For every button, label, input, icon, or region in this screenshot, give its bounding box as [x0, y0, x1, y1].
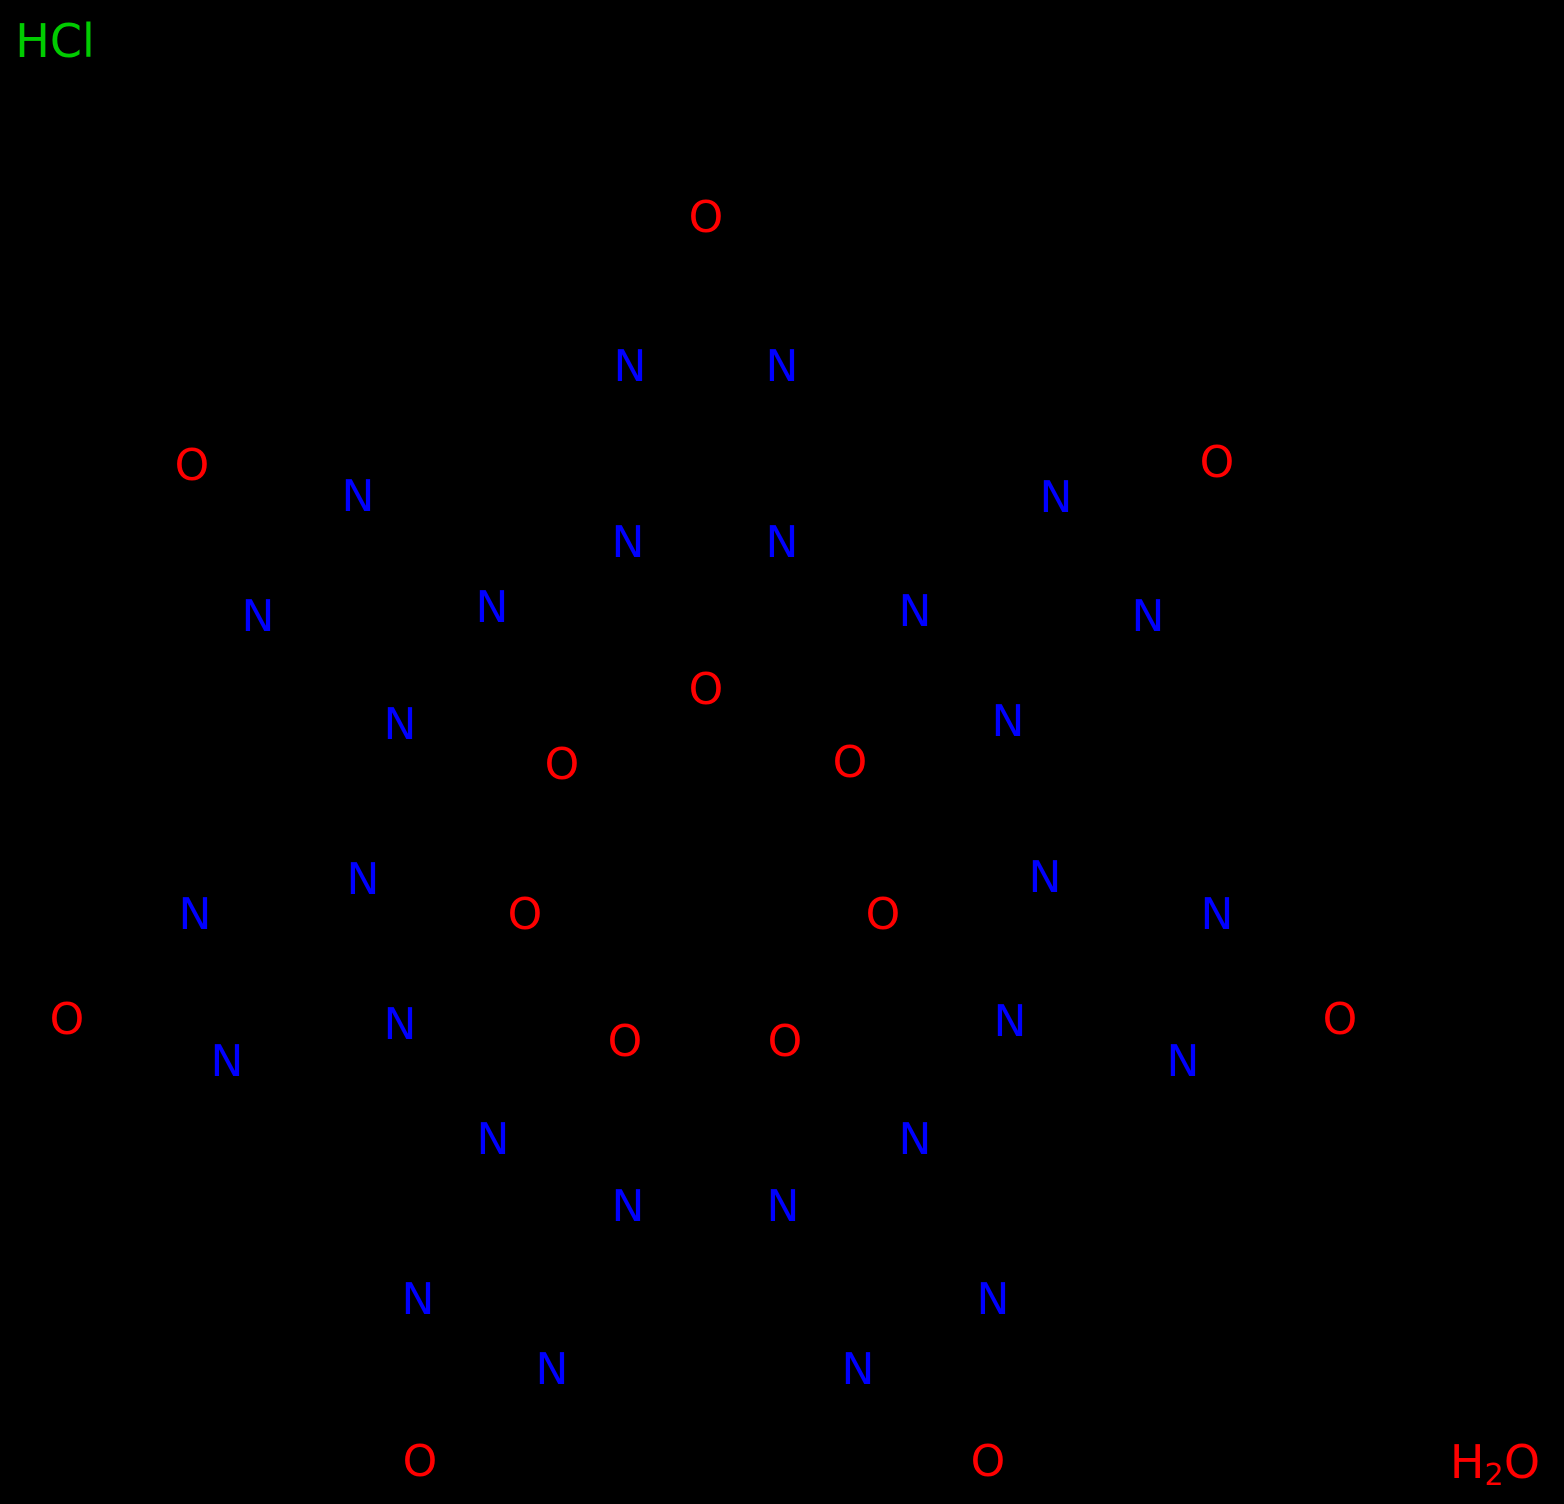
atom-label-o-o12: O — [767, 1016, 803, 1067]
atom-label-n-n26: N — [976, 1274, 1010, 1325]
atom-label-n-n27: N — [535, 1344, 569, 1395]
bond-N1-N3 — [357, 367, 631, 501]
bond-N22-N24 — [782, 1140, 916, 1211]
bond-O9-N18 — [66, 1020, 228, 1066]
atom-label-n-n21: N — [476, 1114, 510, 1165]
atom-label-o-o5: O — [544, 739, 580, 790]
bond-O10-N19 — [1182, 1020, 1341, 1066]
atom-label-n-n11: N — [383, 699, 417, 750]
atom-label-n-n8: N — [475, 582, 509, 633]
bond-N21-N23 — [492, 1140, 629, 1211]
atom-label-n-n7: N — [241, 591, 275, 642]
atom-label-n-n28: N — [841, 1344, 875, 1395]
atom-label-n-n1: N — [613, 341, 647, 392]
atom-label-n-n4: N — [1039, 472, 1073, 523]
atom-label-n-n12: N — [991, 696, 1025, 747]
atom-label-o-o4: O — [688, 664, 724, 715]
bond-N3-N8 — [356, 497, 494, 612]
atom-label-n-n2: N — [765, 341, 799, 392]
atom-label-o-o8: O — [865, 889, 901, 940]
atom-label-n-n18: N — [210, 1036, 244, 1087]
water-o: O — [1503, 1435, 1541, 1489]
atom-label-n-n5: N — [611, 517, 645, 568]
bond-O2-N3 — [191, 466, 359, 501]
atom-label-o-o9: O — [49, 994, 85, 1045]
atom-label-n-n17: N — [993, 996, 1027, 1047]
bond-N15-O9 — [65, 915, 197, 1024]
atom-label-o-o13: O — [402, 1436, 438, 1487]
bond-N26-N28 — [857, 1300, 994, 1374]
atom-label-n-n23: N — [611, 1181, 645, 1232]
atom-label-o-o1: O — [688, 192, 724, 243]
atom-label-n-n15: N — [178, 889, 212, 940]
bond-N7-N11 — [256, 617, 402, 729]
atom-label-n-n9: N — [898, 586, 932, 637]
atom-label-o-o10: O — [1322, 994, 1358, 1045]
atom-label-n-n25: N — [401, 1274, 435, 1325]
atom-label-n-n3: N — [341, 471, 375, 522]
atom-label-n-n22: N — [898, 1114, 932, 1165]
bond-N13-N15 — [194, 880, 364, 919]
atom-label-n-n10: N — [1131, 591, 1165, 642]
bond-N2-N4 — [781, 367, 1057, 502]
bond-N14-N16 — [1044, 878, 1218, 919]
salt-label-water: H2O — [1450, 1439, 1540, 1490]
atom-label-n-n16: N — [1200, 889, 1234, 940]
bond-N27-O13 — [418, 1370, 554, 1466]
atom-label-n-n13: N — [346, 854, 380, 905]
bond-O3-N4 — [1055, 463, 1218, 502]
water-subscript: 2 — [1484, 1457, 1504, 1493]
atom-label-n-n14: N — [1028, 852, 1062, 903]
water-h: H — [1449, 1435, 1485, 1489]
atom-label-o-o11: O — [607, 1016, 643, 1067]
atom-label-o-o14: O — [970, 1436, 1006, 1487]
bond-N28-O14 — [856, 1370, 990, 1466]
atom-label-o-o7: O — [507, 889, 543, 940]
bond-N4-N9 — [913, 498, 1058, 616]
atom-label-o-o2: O — [174, 440, 210, 491]
atom-label-n-n6: N — [765, 517, 799, 568]
salt-label-hcl: HCl — [15, 14, 95, 68]
atom-label-n-n19: N — [1166, 1036, 1200, 1087]
bond-N25-N27 — [417, 1300, 553, 1374]
atom-label-o-o6: O — [832, 737, 868, 788]
atom-label-o-o3: O — [1199, 437, 1235, 488]
atom-label-n-n24: N — [766, 1181, 800, 1232]
bond-N10-N12 — [1006, 617, 1150, 726]
atom-label-n-n20: N — [383, 999, 417, 1050]
